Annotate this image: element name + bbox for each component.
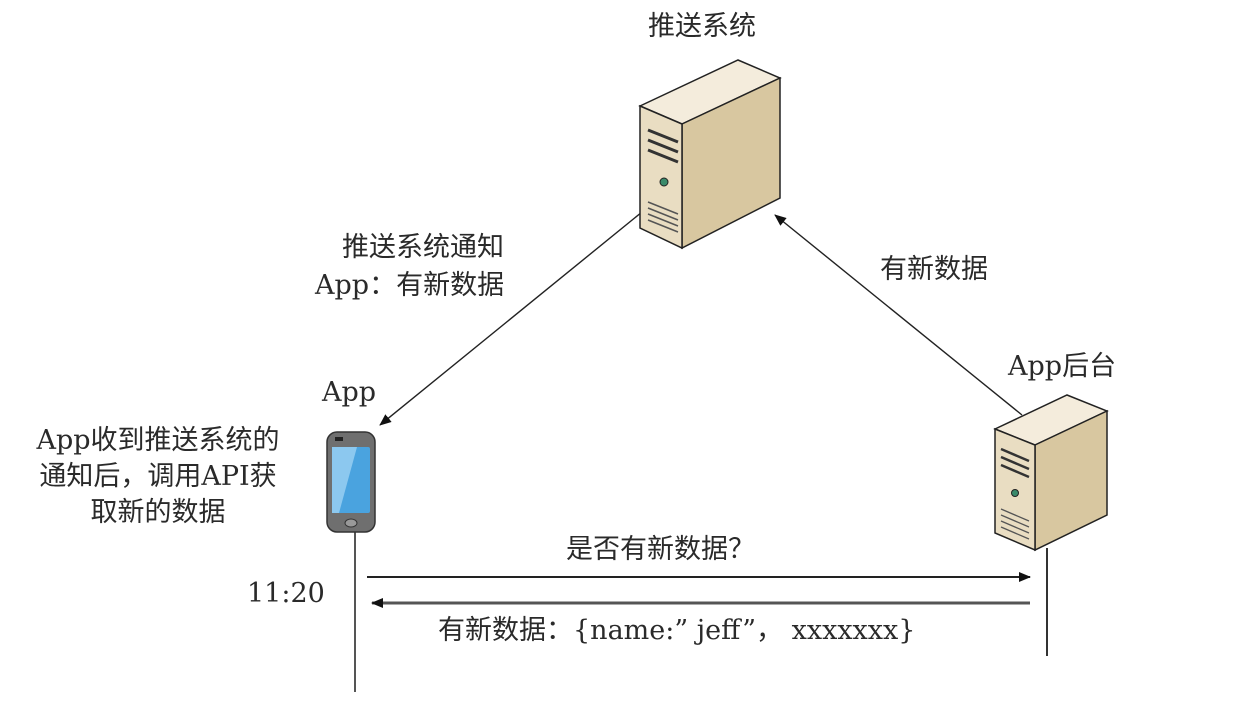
app-note-line3: 取新的数据 <box>90 497 226 528</box>
app-note-line1: App收到推送系统的 <box>36 425 280 456</box>
phone-icon <box>326 431 376 533</box>
push-to-app-label-line1: 推送系统通知 <box>342 232 504 263</box>
push-to-app-label-line2: App：有新数据 <box>315 270 505 301</box>
push-system-label: 推送系统 <box>648 11 756 42</box>
arrow-backend-to-push <box>774 214 1023 416</box>
app-to-backend-label: 是否有新数据？ <box>566 534 755 565</box>
app-note-line2: 通知后，调用API获 <box>39 461 277 492</box>
time-label: 11:20 <box>247 578 325 609</box>
server-icon <box>993 394 1109 552</box>
server-icon <box>638 59 782 250</box>
backend-to-app-label: 有新数据：{name:” jeff”， xxxxxxx} <box>438 615 916 646</box>
arrow-push-to-app <box>379 211 643 426</box>
app-label: App <box>322 377 377 408</box>
backend-to-push-label: 有新数据 <box>880 254 988 285</box>
app-backend-label: App后台 <box>1008 351 1117 382</box>
